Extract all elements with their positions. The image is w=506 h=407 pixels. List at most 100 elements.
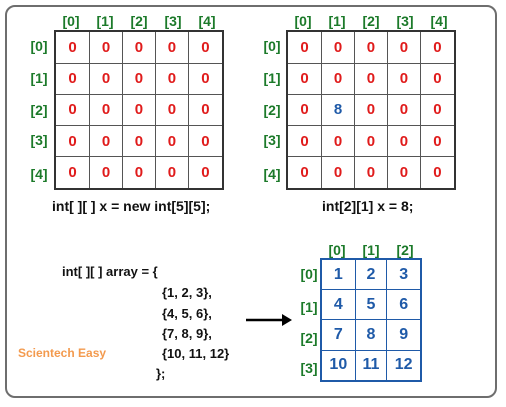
grid1-cell: 0	[154, 93, 189, 127]
grid2-cell: 0	[354, 30, 388, 64]
grid3-4x3-table: 1 2 3 4 5 6 7 8 9 10 11 12	[320, 258, 422, 382]
grid1-cell: 0	[122, 93, 156, 127]
grid2-cell: 0	[354, 62, 388, 95]
grid1-cell: 0	[89, 93, 124, 127]
grid2-caption: int[2][1] x = 8;	[322, 198, 414, 214]
grid2-cell: 0	[286, 30, 323, 64]
grid3-row-header: [1]	[300, 299, 318, 315]
grid1-5x5-table: 0 0 0 0 0 0 0 0 0 0 0 0 0 0 0 0 0 0 0 0 …	[54, 30, 224, 190]
grid1-cell: 0	[89, 30, 124, 64]
grid2-cell: 0	[419, 156, 456, 190]
grid2-cell: 0	[286, 125, 323, 158]
grid1-cell: 0	[89, 62, 124, 95]
grid3-cell: 6	[386, 289, 422, 321]
grid3-cell: 10	[320, 349, 356, 382]
grid1-cell: 0	[54, 93, 91, 127]
grid3-row-header: [0]	[300, 266, 318, 282]
grid2-row-header: [2]	[263, 102, 281, 118]
grid3-cell: 8	[354, 319, 388, 351]
grid2-row-header: [1]	[263, 70, 281, 86]
grid3-cell: 5	[354, 289, 388, 321]
grid2-cell: 0	[419, 125, 456, 158]
grid2-cell: 0	[354, 125, 388, 158]
grid2-col-header: [4]	[430, 13, 448, 29]
grid1-cell: 0	[154, 156, 189, 190]
right-arrow-icon	[246, 314, 292, 326]
grid1-cell: 0	[187, 93, 224, 127]
grid1-row-header: [3]	[30, 132, 48, 148]
grid3-col-header: [2]	[396, 242, 414, 258]
grid1-row-header: [1]	[30, 70, 48, 86]
grid1-cell: 0	[154, 62, 189, 95]
grid1-cell: 0	[89, 125, 124, 158]
grid2-cell: 0	[321, 30, 356, 64]
grid1-row-header: [2]	[30, 102, 48, 118]
grid2-cell: 0	[386, 125, 421, 158]
grid2-cell: 0	[286, 156, 323, 190]
grid3-cell: 1	[320, 258, 356, 291]
grid3-cell: 2	[354, 258, 388, 291]
grid2-column-headers: [0] [1] [2] [3] [4]	[286, 13, 456, 29]
grid1-cell: 0	[122, 156, 156, 190]
grid3-row-header: [3]	[300, 360, 318, 376]
grid1-cell: 0	[187, 125, 224, 158]
grid1-col-header: [3]	[164, 13, 182, 29]
grid1-cell: 0	[54, 30, 91, 64]
grid1-cell: 0	[122, 125, 156, 158]
grid1-cell: 0	[122, 30, 156, 64]
grid2-cell: 0	[386, 156, 421, 190]
code-line: int[ ][ ] array = {	[62, 264, 158, 279]
grid2-cell: 0	[419, 62, 456, 95]
grid1-cell: 0	[54, 62, 91, 95]
grid1-col-header: [0]	[62, 13, 80, 29]
grid3-column-headers: [0] [1] [2]	[320, 242, 422, 258]
grid2-cell: 0	[354, 156, 388, 190]
grid3-row-header: [2]	[300, 330, 318, 346]
code-line: {7, 8, 9},	[162, 326, 212, 341]
grid1-column-headers: [0] [1] [2] [3] [4]	[54, 13, 224, 29]
grid1-cell: 0	[154, 125, 189, 158]
grid2-row-header: [4]	[263, 166, 281, 182]
diagram-frame	[5, 5, 497, 398]
grid1-cell: 0	[54, 156, 91, 190]
grid2-cell: 0	[354, 93, 388, 127]
grid2-cell: 0	[386, 93, 421, 127]
grid2-highlighted-cell: 8	[321, 93, 356, 127]
grid2-row-header: [3]	[263, 132, 281, 148]
grid1-caption: int[ ][ ] x = new int[5][5];	[52, 198, 211, 214]
grid1-cell: 0	[187, 30, 224, 64]
grid2-row-header: [0]	[263, 38, 281, 54]
code-line: {4, 5, 6},	[162, 306, 212, 321]
scientech-easy-watermark: Scientech Easy	[18, 346, 107, 360]
grid1-row-header: [4]	[30, 166, 48, 182]
grid2-cell: 0	[321, 156, 356, 190]
grid1-col-header: [4]	[198, 13, 216, 29]
code-line: {10, 11, 12}	[162, 346, 230, 361]
grid2-cell: 0	[386, 62, 421, 95]
grid2-cell: 0	[419, 93, 456, 127]
grid3-cell: 11	[354, 349, 388, 382]
grid1-col-header: [1]	[96, 13, 114, 29]
grid1-row-header: [0]	[30, 38, 48, 54]
grid2-col-header: [0]	[294, 13, 312, 29]
grid2-col-header: [3]	[396, 13, 414, 29]
grid2-cell: 0	[321, 125, 356, 158]
grid2-col-header: [2]	[362, 13, 380, 29]
grid1-cell: 0	[89, 156, 124, 190]
grid2-cell: 0	[419, 30, 456, 64]
grid3-cell: 4	[320, 289, 356, 321]
grid1-cell: 0	[187, 156, 224, 190]
grid2-cell: 0	[321, 62, 356, 95]
grid1-col-header: [2]	[130, 13, 148, 29]
grid3-cell: 12	[386, 349, 422, 382]
grid1-cell: 0	[187, 62, 224, 95]
grid3-cell: 7	[320, 319, 356, 351]
code-line: };	[156, 366, 166, 381]
grid1-cell: 0	[154, 30, 189, 64]
grid2-col-header: [1]	[328, 13, 346, 29]
grid3-cell: 9	[386, 319, 422, 351]
grid3-cell: 3	[386, 258, 422, 291]
grid3-col-header: [1]	[362, 242, 380, 258]
grid2-cell: 0	[286, 93, 323, 127]
grid2-5x5-table: 0 0 0 0 0 0 0 0 0 0 0 8 0 0 0 0 0 0 0 0 …	[286, 30, 456, 190]
